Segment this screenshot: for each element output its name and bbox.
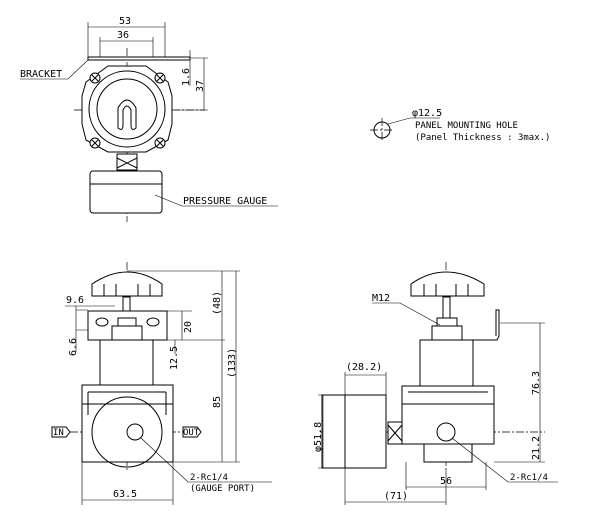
port [436, 422, 456, 442]
label-m12: M12 [372, 293, 390, 304]
label-port: 2-Rc1/4 [510, 473, 548, 483]
label-panel-thickness: (Panel Thickness : 3max.) [415, 133, 550, 143]
label-in: IN [53, 428, 64, 438]
panel-hole: φ12.5 PANEL MOUNTING HOLE (Panel Thickne… [370, 108, 550, 143]
dim-133: (133) [227, 348, 238, 378]
out-arrow-icon [182, 426, 202, 438]
dim-1-6: 1.6 [181, 68, 192, 86]
dim-9-6: 9.6 [66, 295, 84, 306]
bracket-plate [87, 56, 191, 61]
dim-28-2: (28.2) [346, 362, 382, 373]
adjustment-knob [91, 271, 163, 297]
dim-71: (71) [384, 491, 408, 502]
side-view: M12 (28.2) φ51.8 76.3 21.2 56 (71) 2-Rc1… [313, 262, 558, 505]
top-view: 53 36 1.6 37 BRACKET PRESSURE GAUGE [20, 16, 278, 222]
dim-85: 85 [212, 396, 223, 408]
in-arrow-icon [51, 426, 71, 438]
dim-63-5: 63.5 [113, 489, 137, 500]
regulator-body [81, 65, 173, 153]
screw-icon [89, 137, 101, 149]
dim-48: (48) [212, 291, 223, 315]
dim-21-2: 21.2 [531, 436, 542, 460]
pressure-gauge [344, 394, 387, 469]
dim-53: 53 [119, 16, 131, 27]
label-port: 2-Rc1/4 [190, 473, 228, 483]
label-gauge-port: (GAUGE PORT) [190, 484, 255, 494]
screw-icon [154, 72, 166, 84]
dim-12-5: 12.5 [169, 346, 180, 370]
pressure-gauge [89, 170, 163, 214]
dim-76-3: 76.3 [531, 371, 542, 395]
screw-icon [89, 72, 101, 84]
adjustment-knob [410, 271, 485, 297]
dim-20: 20 [183, 321, 194, 333]
front-view: IN OUT 9.6 6.6 20 12.5 (48) 85 (133) 63.… [51, 262, 272, 505]
screw-icon [154, 137, 166, 149]
label-panel-hole: PANEL MOUNTING HOLE [415, 121, 518, 131]
dim-6-6: 6.6 [68, 338, 79, 356]
dim-36: 36 [117, 30, 129, 41]
dim-51-8: φ51.8 [313, 422, 324, 452]
label-bracket: BRACKET [20, 69, 62, 80]
dim-37: 37 [195, 80, 206, 92]
dim-hole-diameter: φ12.5 [412, 108, 442, 119]
label-pressure-gauge: PRESSURE GAUGE [183, 196, 267, 207]
gauge-port [126, 423, 144, 441]
bracket [435, 309, 500, 341]
label-out: OUT [183, 428, 200, 438]
